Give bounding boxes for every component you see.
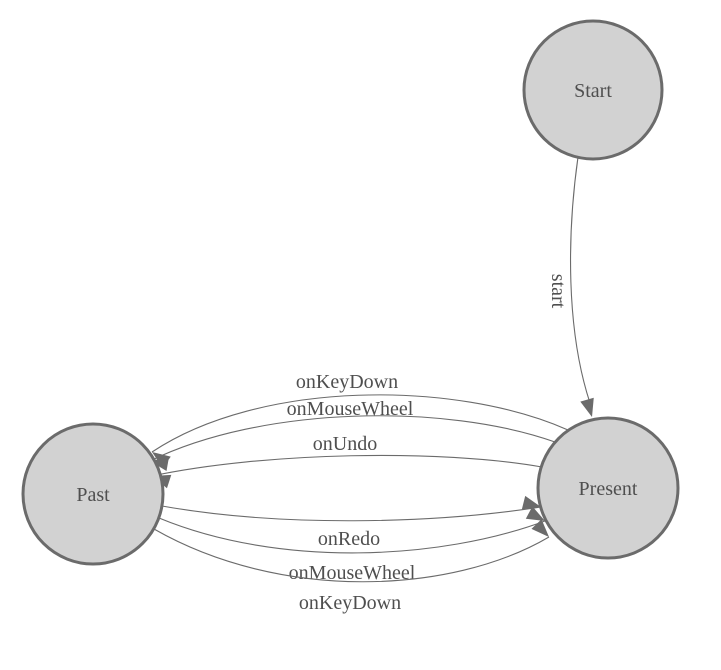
node-label-past: Past xyxy=(76,484,110,506)
state-node-past[interactable]: Past xyxy=(21,422,165,566)
node-label-start: Start xyxy=(574,80,612,102)
edge-label-onundo: onUndo xyxy=(313,433,377,455)
edge-label-onredo: onRedo xyxy=(318,528,380,550)
edge-line xyxy=(158,517,546,554)
state-node-start[interactable]: Start xyxy=(522,19,664,161)
arrowhead-icon xyxy=(580,397,594,417)
edge-past-to-present-onredo: onRedo xyxy=(161,495,542,550)
edge-line xyxy=(151,454,543,477)
arrowhead-icon xyxy=(525,506,545,521)
edge-line xyxy=(153,528,550,583)
edge-label-onkeydown-top: onKeyDown xyxy=(296,371,398,393)
arrowhead-icon xyxy=(521,495,541,510)
node-circle[interactable] xyxy=(536,416,680,560)
edge-line xyxy=(151,394,569,453)
edge-present-to-past-onundo: onUndo xyxy=(151,433,543,489)
node-circle[interactable] xyxy=(522,19,664,161)
edge-label-onkeydown-bottom: onKeyDown xyxy=(299,592,401,614)
state-node-present[interactable]: Present xyxy=(536,416,680,560)
edge-label-onmousewheel-bottom: onMouseWheel xyxy=(289,562,416,584)
edge-label-start: start xyxy=(547,274,569,309)
edge-past-to-present-onkeydown: onKeyDown xyxy=(153,519,550,614)
arrowhead-icon xyxy=(531,519,549,537)
node-circle[interactable] xyxy=(21,422,165,566)
edge-start-to-present: start xyxy=(547,156,594,417)
edge-label-onmousewheel-top: onMouseWheel xyxy=(287,398,414,420)
edge-past-to-present-onmousewheel: onMouseWheel xyxy=(158,506,546,584)
node-label-present: Present xyxy=(579,478,638,500)
edge-line xyxy=(161,505,542,522)
edge-line xyxy=(570,156,591,404)
edge-line xyxy=(149,415,556,462)
